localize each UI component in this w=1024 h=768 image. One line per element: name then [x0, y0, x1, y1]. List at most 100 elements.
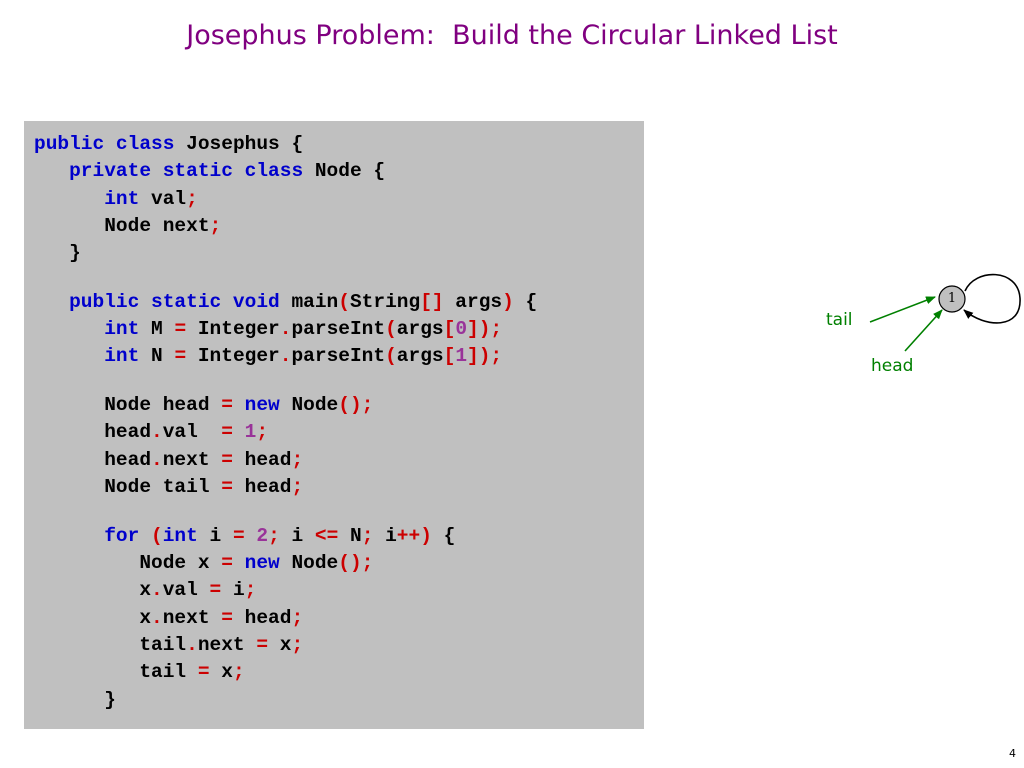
code-token: next [197, 633, 257, 656]
code-token: int [104, 318, 140, 341]
code-token: i [197, 524, 233, 547]
code-token: next [162, 606, 222, 629]
code-token: tail [34, 661, 198, 684]
code-line: tail.next = x; [34, 632, 537, 659]
code-token: = [256, 633, 269, 656]
code-token: ( [151, 524, 163, 547]
code-token: ( [385, 318, 397, 341]
code-token: int [104, 187, 140, 210]
code-token: Node tail [34, 476, 222, 499]
head-pointer-arrow [904, 309, 943, 352]
code-line: public class Josephus { [34, 131, 537, 158]
code-line: } [34, 240, 537, 267]
code-token: ( [385, 345, 397, 368]
code-token: Node next [34, 214, 210, 237]
code-token: Node { [303, 160, 386, 183]
code-line: int M = Integer.parseInt(args[0]); [34, 316, 537, 343]
code-token: public class [34, 133, 175, 155]
code-panel: public class Josephus { private static c… [24, 121, 644, 729]
node-value: 1 [947, 291, 957, 306]
code-token: new [244, 394, 280, 417]
code-token: int [104, 345, 140, 368]
code-line: public static void main(String[] args) { [34, 289, 537, 316]
code-token: private static class [69, 160, 304, 183]
code-token: args [443, 290, 503, 313]
code-token: i [373, 524, 397, 547]
tail-pointer-arrow [869, 296, 936, 323]
code-token: x [34, 606, 152, 629]
code-token: ( [338, 290, 350, 313]
code-token: = [221, 552, 233, 575]
code-token: [ [443, 318, 456, 341]
code-token: } [34, 242, 81, 265]
code-token: parseInt [291, 318, 386, 341]
code-token: ; [232, 661, 245, 684]
code-token: ; [256, 421, 269, 444]
code-token: 1 [244, 421, 257, 444]
code-line: int val; [34, 186, 537, 213]
code-token: x [209, 661, 233, 684]
code-token: public static void [69, 290, 280, 313]
code-token: ; [244, 579, 257, 602]
code-token: Node x [34, 552, 222, 575]
code-token: (); [338, 552, 374, 575]
code-token: = [197, 661, 210, 684]
slide-title: Josephus Problem: Build the Circular Lin… [186, 20, 838, 51]
code-token: ; [291, 633, 304, 656]
code-line: Node x = new Node(); [34, 550, 537, 577]
code-token: head [34, 421, 152, 444]
code-token: head [34, 448, 152, 471]
code-token: ; [268, 524, 280, 547]
code-line: } [34, 687, 537, 714]
code-token: Integer [186, 345, 280, 368]
code-token: = [174, 318, 187, 341]
code-token: x [268, 633, 292, 656]
code-token: next [162, 448, 222, 471]
code-token: = [174, 345, 187, 368]
code-token: ; [186, 187, 198, 210]
code-token: = [221, 476, 233, 499]
code-line: Node tail = head; [34, 474, 537, 501]
code-token: val [162, 579, 210, 602]
code-token: . [151, 579, 163, 602]
code-line: x.next = head; [34, 605, 537, 632]
code-line: Node next; [34, 213, 537, 240]
code-token: val [162, 421, 222, 444]
code-token: { [431, 524, 456, 547]
code-token: ; [291, 476, 304, 499]
code-token: head [232, 606, 292, 629]
code-token: Integer [186, 318, 280, 341]
code-token: i [279, 524, 315, 547]
code-token: . [279, 318, 292, 341]
code-token: x [34, 579, 152, 602]
code-token: tail [34, 633, 187, 656]
code-token: new [244, 552, 280, 575]
code-token: = [221, 421, 233, 444]
code-token: (); [338, 394, 374, 417]
code-token: M [139, 318, 175, 341]
code-token: . [186, 633, 198, 656]
code-token: ; [291, 606, 304, 629]
code-line: Node head = new Node(); [34, 392, 537, 419]
code-token: . [151, 421, 163, 444]
code-token: 0 [455, 318, 468, 341]
code-token: N [338, 524, 362, 547]
code-token: . [151, 606, 163, 629]
code-token: N [139, 345, 175, 368]
code-token: ; [361, 524, 374, 547]
code-token: main [279, 290, 339, 313]
code-line: head.next = head; [34, 447, 537, 474]
code-token: . [151, 448, 163, 471]
code-token: ]); [467, 318, 503, 341]
code-token: = [209, 579, 222, 602]
code-token: 2 [256, 524, 269, 547]
head-label: head [871, 356, 914, 376]
code-token: parseInt [291, 345, 386, 368]
code-token: for [104, 524, 140, 547]
code-token: ++) [396, 524, 432, 547]
code-token: int [162, 524, 198, 547]
code-token: Node head [34, 394, 222, 417]
code-token: Josephus { [174, 133, 304, 155]
page-number: 4 [1009, 747, 1016, 760]
